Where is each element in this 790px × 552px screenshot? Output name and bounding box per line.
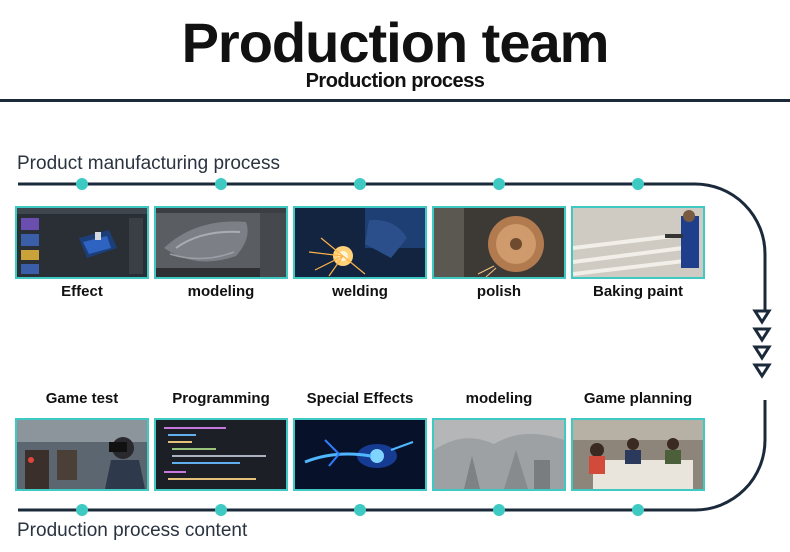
step-image-modeling-top [154, 206, 288, 279]
step-image-game-test [15, 418, 149, 491]
top-step-dot-4 [493, 178, 505, 190]
step-label-game-planning: Game planning [563, 389, 713, 409]
step-image-programming [154, 418, 288, 491]
step-label-special-effects: Special Effects [285, 389, 435, 409]
step-image-welding [293, 206, 427, 279]
step-label-welding: welding [285, 282, 435, 302]
bottom-step-dot-1 [76, 504, 88, 516]
step-label-programming: Programming [146, 389, 296, 409]
step-image-special-effects [293, 418, 427, 491]
step-label-effect: Effect [7, 282, 157, 302]
step-image-baking-paint [571, 206, 705, 279]
step-image-game-planning [571, 418, 705, 491]
down-arrows-icon [752, 308, 772, 380]
step-image-modeling-bottom [432, 418, 566, 491]
bottom-step-dot-2 [215, 504, 227, 516]
bottom-step-dot-3 [354, 504, 366, 516]
step-image-polish [432, 206, 566, 279]
step-label-modeling-bottom: modeling [424, 389, 574, 409]
step-label-polish: polish [424, 282, 574, 302]
step-label-game-test: Game test [7, 389, 157, 409]
step-image-effect [15, 206, 149, 279]
top-step-dot-1 [76, 178, 88, 190]
bottom-step-dot-4 [493, 504, 505, 516]
top-step-dot-3 [354, 178, 366, 190]
step-label-modeling-top: modeling [146, 282, 296, 302]
top-step-dot-5 [632, 178, 644, 190]
bottom-step-dot-5 [632, 504, 644, 516]
top-step-dot-2 [215, 178, 227, 190]
step-label-baking-paint: Baking paint [563, 282, 713, 302]
